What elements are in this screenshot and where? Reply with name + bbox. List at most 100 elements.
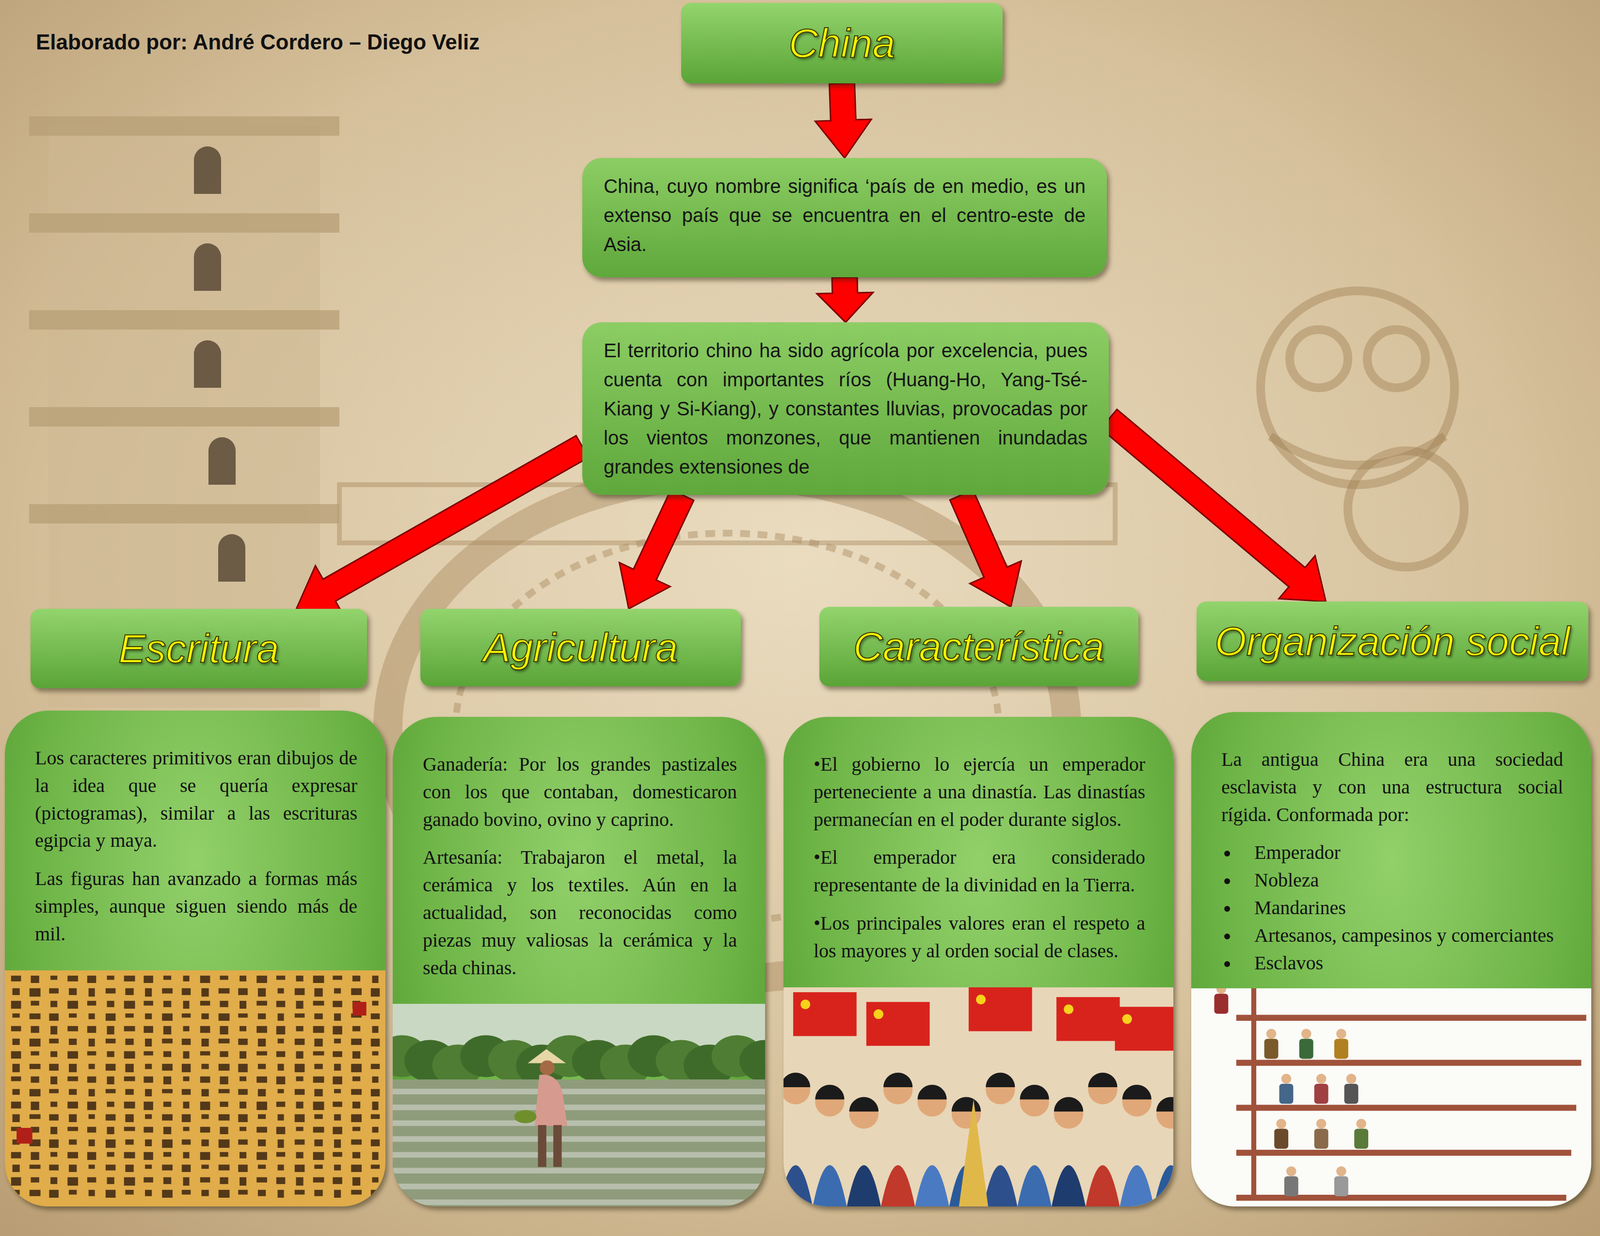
brush-stroke [295, 1177, 304, 1186]
person-body [1051, 1165, 1086, 1207]
brush-stroke [332, 975, 342, 980]
brush-stroke [200, 1152, 211, 1160]
topic-header: Organización social [1196, 601, 1589, 682]
brush-stroke [219, 1025, 228, 1035]
brush-stroke [314, 1013, 323, 1020]
brush-stroke [144, 1088, 152, 1097]
brush-stroke [68, 1114, 77, 1122]
brush-stroke [276, 1177, 286, 1184]
brush-stroke [87, 1025, 96, 1033]
figure-head [1356, 1119, 1367, 1130]
brush-stroke [11, 975, 22, 982]
brush-stroke [105, 1139, 116, 1148]
illustration [392, 1004, 766, 1207]
person-body [1017, 1165, 1052, 1207]
brush-stroke [372, 1025, 379, 1033]
brush-stroke [11, 1152, 22, 1159]
sky [783, 987, 1174, 1207]
illustration [4, 970, 386, 1207]
body-paragraph: •Los principales valores eran el respeto… [813, 910, 1146, 966]
brush-stroke [295, 1101, 304, 1109]
brush-stroke [124, 1000, 136, 1009]
brush-stroke [181, 1088, 191, 1095]
brush-stroke [218, 1139, 230, 1148]
brush-stroke [163, 1025, 172, 1035]
brush-stroke [124, 1177, 136, 1186]
brush-stroke [50, 1076, 58, 1085]
brush-stroke [277, 1038, 285, 1044]
brush-stroke [11, 1076, 22, 1082]
brush-stroke [276, 1025, 286, 1035]
brush-stroke [68, 1139, 77, 1145]
brush-stroke [352, 1051, 361, 1059]
brush-stroke [11, 1000, 22, 1009]
flag-star [976, 994, 986, 1005]
brush-stroke [48, 1038, 59, 1044]
arrow-connector [296, 435, 589, 615]
brush-stroke [218, 1164, 230, 1171]
brush-stroke [30, 1076, 39, 1083]
brush-stroke [352, 1177, 361, 1186]
brush-stroke [370, 1189, 380, 1197]
brush-stroke [67, 1177, 79, 1186]
brush-stroke [370, 1013, 380, 1020]
brush-stroke [201, 1139, 209, 1147]
brush-stroke [277, 988, 285, 994]
brush-stroke [143, 1177, 153, 1183]
brush-stroke [295, 1152, 304, 1159]
brush-stroke [88, 1139, 96, 1147]
brush-stroke [68, 1088, 77, 1095]
brush-stroke [370, 1139, 380, 1147]
brush-stroke [161, 1088, 173, 1094]
brush-stroke [12, 1063, 20, 1072]
figure-head [1301, 1029, 1312, 1040]
hair [1019, 1085, 1049, 1100]
list-item-text: Mandarines [1254, 894, 1564, 923]
brush-stroke [68, 1013, 77, 1018]
figure-body [1344, 1084, 1359, 1104]
brush-stroke [144, 1189, 152, 1197]
brush-stroke [276, 1152, 286, 1157]
person-body [783, 1165, 813, 1207]
brush-stroke [30, 1025, 39, 1033]
figure-body [1284, 1176, 1299, 1197]
paper-shade [4, 970, 386, 1207]
hair [883, 1072, 913, 1088]
arrow-connector [816, 276, 874, 323]
flag [1115, 1007, 1174, 1051]
brush-stroke [30, 1177, 39, 1183]
figure-head [1216, 988, 1227, 994]
bullet-dot [1224, 906, 1231, 912]
brush-stroke [124, 1025, 136, 1032]
brush-stroke [29, 988, 41, 997]
brush-stroke [87, 1177, 96, 1183]
brush-stroke [88, 988, 96, 997]
list-item-text: Emperador [1254, 839, 1564, 867]
illustration [1191, 988, 1592, 1207]
brush-stroke [163, 1051, 172, 1057]
list-item-text: Esclavos [1254, 949, 1564, 978]
person-body [1153, 1165, 1174, 1207]
brush-stroke [334, 988, 341, 994]
brush-stroke [183, 1025, 190, 1032]
seal [352, 1002, 367, 1016]
heading-text: Agricultura [483, 625, 679, 671]
brush-stroke [50, 1025, 58, 1035]
brush-stroke [276, 1126, 286, 1135]
water-row [392, 1168, 766, 1175]
brush-stroke [125, 1189, 134, 1195]
brush-stroke [201, 1063, 209, 1070]
flag [793, 992, 857, 1037]
brush-stroke [219, 1126, 228, 1135]
figure-body [1214, 994, 1229, 1015]
person-body [983, 1165, 1018, 1207]
brush-stroke [218, 1063, 230, 1071]
brush-stroke [107, 1000, 115, 1008]
brush-stroke [372, 1000, 379, 1006]
water-row [392, 1104, 766, 1111]
arrow-connector [815, 82, 872, 159]
brush-stroke [372, 975, 379, 983]
hair [951, 1097, 981, 1112]
brush-stroke [239, 1025, 247, 1032]
brush-stroke [68, 1038, 77, 1045]
